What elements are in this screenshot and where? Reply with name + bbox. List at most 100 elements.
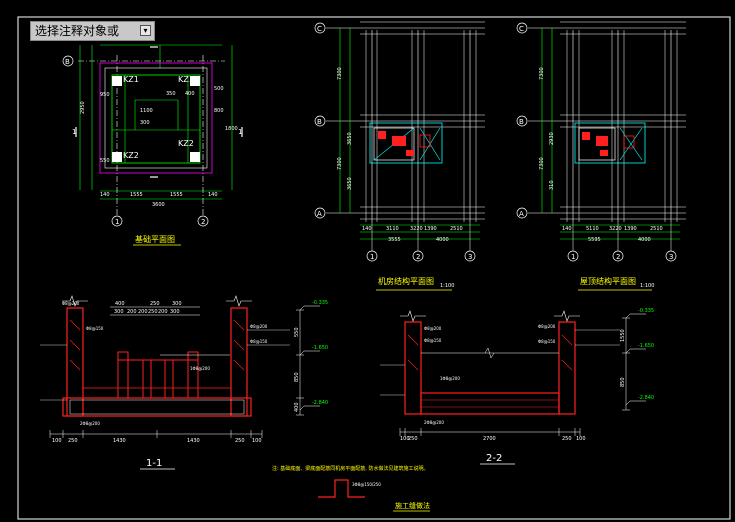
dim-s1-1430b: 1430 xyxy=(187,438,200,444)
dim-s2-100a: 100 xyxy=(400,436,410,442)
level-s2-bot: -2.840 xyxy=(638,395,654,401)
dim-s1-300a: 300 xyxy=(172,301,182,307)
note-s1-wall-left: Φ8@200 xyxy=(62,301,80,306)
dim-rp-5595: 5595 xyxy=(588,237,601,243)
dim-s1-250b: 250 xyxy=(235,438,245,444)
dim-base-2950: 2950 xyxy=(80,101,86,114)
dim-rp-2930: 2930 xyxy=(549,132,555,145)
note-s1-right-b: Φ8@150 xyxy=(250,339,268,344)
title-foundation-plan: 基础平面图 xyxy=(135,234,175,244)
dim-s2-250b: 250 xyxy=(562,436,572,442)
dim-base-400: 400 xyxy=(185,91,195,97)
column-kz2-right: KZ2 xyxy=(178,139,194,148)
dim-s1-300b: 300 xyxy=(114,309,124,315)
dim-rp-3220: 3220 xyxy=(609,226,622,232)
joint-label: 3Φ8@150/250 xyxy=(352,482,381,487)
foundation-plan: 1 1 xyxy=(62,44,243,227)
level-s2-mid: -1.650 xyxy=(638,343,654,349)
dim-mp-3110: 3110 xyxy=(386,226,399,232)
note-s2-wall-b: Φ8@150 xyxy=(424,338,442,343)
dim-base-1555b: 1555 xyxy=(170,192,183,198)
dim-rp-310: 310 xyxy=(549,180,555,190)
grid-label-3-rp: 3 xyxy=(669,253,673,261)
note-s2-right-a: Φ8@200 xyxy=(538,324,556,329)
title-construction-joint: 施工缝做法 xyxy=(395,501,430,510)
svg-text:1: 1 xyxy=(72,128,76,136)
grid-label-a-mp: A xyxy=(317,210,322,218)
dim-mp-3650a: 3650 xyxy=(347,132,353,145)
note-s1-right-a: Φ8@200 xyxy=(250,324,268,329)
grid-label-1-mp: 1 xyxy=(370,253,374,261)
dim-mp-7300b: 7300 xyxy=(337,157,343,170)
grid-label-1-rp: 1 xyxy=(571,253,575,261)
dim-s1-200c: 200 xyxy=(158,309,168,315)
sheet-border xyxy=(17,16,731,520)
dim-s1-100a: 100 xyxy=(52,438,62,444)
dim-rp-7300b: 7300 xyxy=(539,157,545,170)
svg-text:1: 1 xyxy=(238,128,242,136)
grid-label-b-mp: B xyxy=(317,118,322,126)
section-note: 注: 基础底面、梁底面配筋同机房平面配筋, 防水做法见建筑施工说明。 xyxy=(272,465,428,472)
grid-label-2-rp: 2 xyxy=(616,253,620,261)
dim-base-350: 350 xyxy=(166,91,176,97)
level-s1-top: -0.335 xyxy=(312,300,328,306)
tooltip-dropdown-icon[interactable]: ▾ xyxy=(140,25,151,36)
dim-rp-140: 140 xyxy=(562,226,572,232)
grid-label-2-base: 2 xyxy=(201,218,205,226)
scale-machine-plan: 1:100 xyxy=(440,283,454,289)
tooltip-text: 选择注释对象或 xyxy=(35,24,120,38)
dim-s1-100b: 100 xyxy=(252,438,262,444)
dim-base-800: 800 xyxy=(214,108,224,114)
note-s1-pit: 1Φ8@200 xyxy=(190,366,210,371)
level-s1-bot: -2.840 xyxy=(312,400,328,406)
dim-s1-250d: 250 xyxy=(148,309,158,315)
dim-s2-250a: 250 xyxy=(408,436,418,442)
dim-base-140: 140 xyxy=(100,192,110,198)
dim-base-total: 3600 xyxy=(152,202,165,208)
section-2-2 xyxy=(380,310,646,436)
note-s2-right-b: Φ8@150 xyxy=(538,339,556,344)
grid-label-1-base: 1 xyxy=(115,218,119,226)
level-s2-top: -0.335 xyxy=(638,308,654,314)
dim-s1-850: 850 xyxy=(294,372,300,382)
dim-s1-200b: 200 xyxy=(138,309,148,315)
column-kz2-left: KZ2 xyxy=(123,151,139,160)
grid-label-a-rp: A xyxy=(519,210,524,218)
grid-label-c-mp: C xyxy=(317,25,322,33)
grid-label-c-rp: C xyxy=(519,25,524,33)
dim-base-1100: 1100 xyxy=(140,108,153,114)
dim-s2-2700: 2700 xyxy=(483,436,496,442)
dim-mp-3555: 3555 xyxy=(388,237,401,243)
grid-label-3-mp: 3 xyxy=(468,253,472,261)
level-s1-mid: -1.650 xyxy=(312,345,328,351)
dim-s1-400a: 400 xyxy=(115,301,125,307)
dim-rp-2510: 2510 xyxy=(650,226,663,232)
column-kz1-right: KZ1 xyxy=(178,75,194,84)
annotation-tooltip[interactable]: 选择注释对象或 ▾ xyxy=(30,21,155,41)
dim-mp-1390: 1390 xyxy=(424,226,437,232)
note-s2-base: 2Φ8@200 xyxy=(424,420,444,425)
dim-rp-5110: 5110 xyxy=(586,226,599,232)
dim-mp-3220: 3220 xyxy=(410,226,423,232)
section-1-1 xyxy=(40,295,320,438)
title-machine-plan: 机房结构平面图 xyxy=(378,276,434,286)
dim-mp-3650b: 3650 xyxy=(347,177,353,190)
dim-base-1800: 1800 xyxy=(225,126,238,132)
grid-label-b-base: B xyxy=(65,58,70,66)
construction-joint-symbol xyxy=(318,479,365,498)
dim-mp-2510: 2510 xyxy=(450,226,463,232)
dim-rp-1390: 1390 xyxy=(624,226,637,232)
title-section-2-2: 2-2 xyxy=(486,453,502,464)
dim-rp-7300a: 7300 xyxy=(539,67,545,80)
grid-label-b-rp: B xyxy=(519,118,524,126)
dim-s1-250a: 250 xyxy=(68,438,78,444)
title-section-1-1: 1-1 xyxy=(146,458,162,469)
dim-base-550: 550 xyxy=(100,158,110,164)
grid-label-2-mp: 2 xyxy=(416,253,420,261)
dim-mp-4000: 4000 xyxy=(436,237,449,243)
dim-s1-1430a: 1430 xyxy=(113,438,126,444)
dim-base-140b: 140 xyxy=(208,192,218,198)
dim-s1-200a: 200 xyxy=(127,309,137,315)
